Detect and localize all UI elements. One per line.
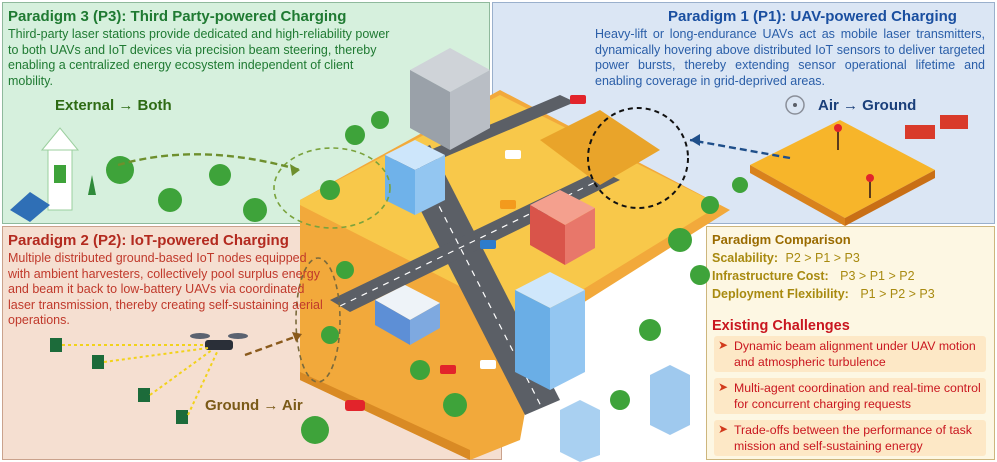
uav-p2 xyxy=(190,333,248,350)
uav-p1 xyxy=(785,95,805,115)
arrow-p3 xyxy=(117,153,301,172)
metric-value: P2 > P1 > P3 xyxy=(785,251,860,265)
metric-label: Scalability: xyxy=(712,251,778,265)
solar-panel xyxy=(10,192,50,222)
laser-station xyxy=(40,127,80,211)
arrow-bullet-icon: ➤ xyxy=(718,338,729,352)
metric-scalability: Scalability: P2 > P1 > P3 xyxy=(712,251,860,265)
challenge-text: Trade-offs between the performance of ta… xyxy=(734,423,972,453)
p2-flow-label: Ground → Air xyxy=(205,397,303,414)
challenge-item: ➤ Trade-offs between the performance of … xyxy=(714,420,986,456)
trees xyxy=(106,111,748,444)
field-sensors xyxy=(837,130,871,198)
iot-nodes xyxy=(50,338,188,424)
shop-building xyxy=(375,285,440,345)
metric-label: Deployment Flexibility: xyxy=(712,287,849,301)
small-buildings-right xyxy=(560,365,690,462)
p1-coverage-circle xyxy=(587,107,689,209)
p2-title: Paradigm 2 (P2): IoT-powered Charging xyxy=(8,232,289,249)
challenge-text: Multi-agent coordination and real-time c… xyxy=(734,381,981,411)
p3-description: Third-party laser stations provide dedic… xyxy=(8,27,390,88)
tall-blue-building xyxy=(515,272,585,390)
field-p1 xyxy=(750,120,935,218)
field-center xyxy=(540,110,660,185)
p3-coverage-circle xyxy=(273,147,391,229)
arrow-p1 xyxy=(689,138,791,160)
challenge-item: ➤ Multi-agent coordination and real-time… xyxy=(714,378,986,414)
challenge-text: Dynamic beam alignment under UAV motion … xyxy=(734,339,976,369)
blue-building-left xyxy=(385,140,445,215)
metric-label: Infrastructure Cost: xyxy=(712,269,829,283)
arrow-p2 xyxy=(244,333,301,357)
metric-value: P3 > P1 > P2 xyxy=(840,269,915,283)
grey-building xyxy=(410,48,490,150)
challenges-title: Existing Challenges xyxy=(712,318,850,334)
p1-flow-label: Air → Ground xyxy=(818,97,917,114)
arrow-bullet-icon: ➤ xyxy=(718,380,729,394)
p3-title: Paradigm 3 (P3): Third Party-powered Cha… xyxy=(8,8,347,25)
challenge-item: ➤ Dynamic beam alignment under UAV motio… xyxy=(714,336,986,372)
metric-deployment-flexibility: Deployment Flexibility: P1 > P2 > P3 xyxy=(712,287,935,301)
laser-beams xyxy=(62,344,219,416)
metric-value: P1 > P2 > P3 xyxy=(860,287,935,301)
p2-coverage-circle xyxy=(295,257,341,383)
metric-infrastructure-cost: Infrastructure Cost: P3 > P1 > P2 xyxy=(712,269,915,283)
p1-description: Heavy-lift or long-endurance UAVs act as… xyxy=(595,27,985,88)
red-building xyxy=(530,190,595,265)
arrow-bullet-icon: ➤ xyxy=(718,422,729,436)
p1-title: Paradigm 1 (P1): UAV-powered Charging xyxy=(668,8,957,25)
p2-description: Multiple distributed ground-based IoT no… xyxy=(8,251,323,328)
crates xyxy=(905,115,968,139)
comparison-title: Paradigm Comparison xyxy=(712,232,851,247)
p3-flow-label: External → Both xyxy=(55,97,172,114)
